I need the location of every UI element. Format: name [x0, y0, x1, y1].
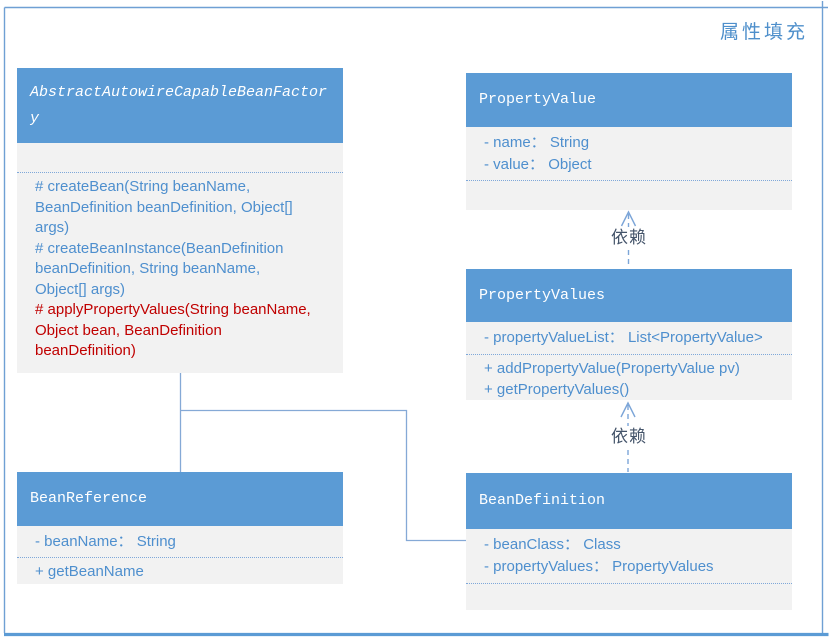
member-line: - beanClass： Class [484, 536, 621, 553]
class-body: - name： String - value： Object [466, 127, 792, 210]
member-line: beanDefinition, String beanName, [35, 260, 261, 277]
class-beanreference[interactable]: BeanReference - beanName： String + getBe… [17, 472, 343, 584]
member-line: + getBeanName [35, 563, 144, 580]
class-title: AbstractAutowireCapableBeanFactory [30, 83, 328, 127]
member-line: # applyPropertyValues(String beanName, [35, 301, 311, 318]
attributes-section: - name： String - value： Object [466, 127, 792, 180]
attributes-section: - beanName： String [17, 526, 343, 557]
class-title: BeanDefinition [479, 492, 606, 509]
member-line: beanDefinition) [35, 342, 136, 359]
attributes-section [17, 143, 343, 172]
methods-section: + getBeanName [17, 557, 343, 584]
class-abstractautowirecapablebeanfactory[interactable]: AbstractAutowireCapableBeanFactory # cre… [17, 68, 343, 373]
class-header: PropertyValue [466, 73, 792, 127]
class-body: - beanClass： Class - propertyValues： Prop… [466, 529, 792, 610]
member-line: - beanName： String [35, 533, 176, 550]
member-line: + addPropertyValue(PropertyValue pv) [484, 360, 740, 377]
class-header: PropertyValues [466, 269, 792, 322]
dependency-arrowhead-2 [620, 401, 636, 418]
methods-section [466, 583, 792, 610]
member-line: - propertyValues： PropertyValues [484, 558, 714, 575]
member-line: - name： String [484, 134, 590, 151]
member-line: - propertyValueList： List<PropertyValue> [484, 329, 763, 346]
methods-section: # createBean(String beanName, BeanDefinit… [17, 172, 343, 373]
member-line: Object bean, BeanDefinition [35, 321, 222, 339]
class-body: - propertyValueList： List<PropertyValue>… [466, 322, 792, 400]
methods-section [466, 180, 792, 210]
member-line: BeanDefinition beanDefinition, Object[] [35, 198, 293, 216]
member-line: Object[] args) [35, 280, 126, 298]
class-propertyvalues[interactable]: PropertyValues - propertyValueList： List… [466, 269, 792, 400]
class-header: BeanReference [17, 472, 343, 526]
attributes-section: - propertyValueList： List<PropertyValue> [466, 322, 792, 354]
class-header: BeanDefinition [466, 473, 792, 529]
class-beandefinition[interactable]: BeanDefinition - beanClass： Class - prope… [466, 473, 792, 610]
diagram-title[interactable]: 属性填充 [720, 22, 809, 43]
class-body: - beanName： String + getBeanName [17, 526, 343, 584]
attributes-section: - beanClass： Class - propertyValues： Prop… [466, 529, 792, 583]
member-line: - value： Object [484, 156, 592, 173]
class-body: # createBean(String beanName, BeanDefinit… [17, 143, 343, 373]
methods-section: + addPropertyValue(PropertyValue pv) + ge… [466, 354, 792, 400]
class-header: AbstractAutowireCapableBeanFactory [17, 68, 343, 143]
dependency-label-2[interactable]: 依赖 [602, 426, 656, 448]
class-title: PropertyValue [479, 91, 597, 108]
member-line: + getPropertyValues() [484, 380, 630, 398]
member-line: # createBeanInstance(BeanDefinition [35, 239, 284, 257]
member-line: args) [35, 219, 70, 236]
dependency-arrowhead-1 [620, 210, 637, 227]
dependency-label-1[interactable]: 依赖 [602, 227, 656, 249]
class-propertyvalue[interactable]: PropertyValue - name： String - value： Obj… [466, 73, 792, 210]
member-line: # createBean(String beanName, [35, 178, 251, 195]
class-title: PropertyValues [479, 286, 606, 304]
class-title: BeanReference [30, 490, 148, 507]
